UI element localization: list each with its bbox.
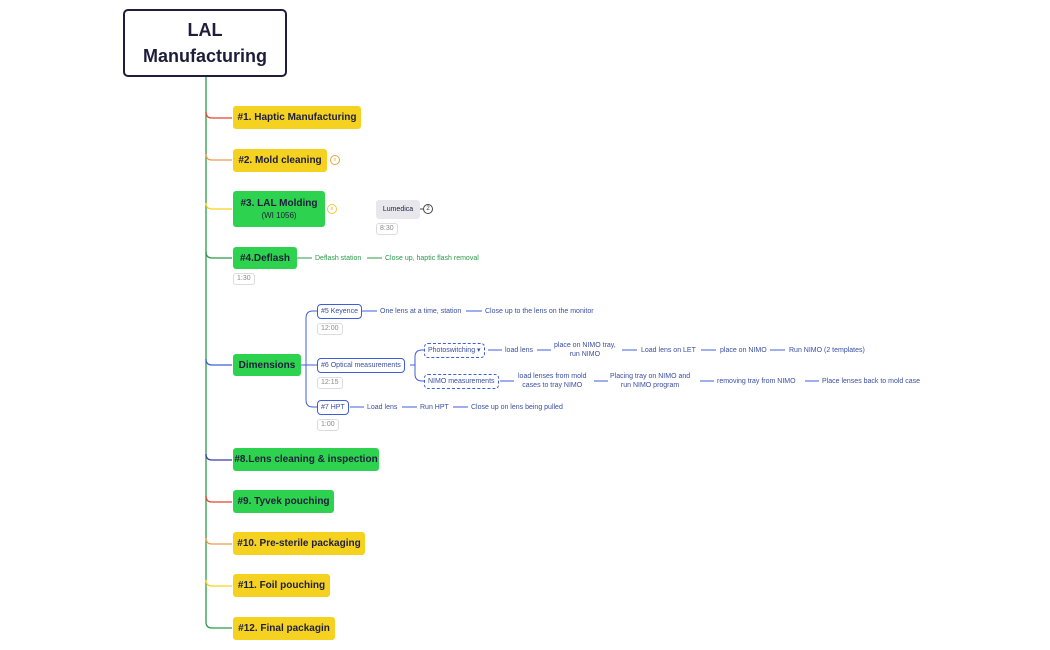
branch-11 (205, 579, 232, 587)
branch-10 (205, 537, 232, 545)
keyence-step-2[interactable]: Close up to the lens on the monitor (485, 308, 594, 315)
topic-final-packaging[interactable]: #12. Final packagin (233, 617, 335, 640)
photo-step-5[interactable]: Run NIMO (2 templates) (789, 347, 865, 354)
trunk-line (205, 77, 232, 629)
hpt-step-2[interactable]: Run HPT (420, 404, 449, 411)
hpt-step-3[interactable]: Close up on lens being pulled (471, 404, 563, 411)
root-title-line2: Manufacturing (143, 46, 267, 66)
topic-mold-cleaning[interactable]: #2. Mold cleaning (233, 149, 327, 172)
branch-8 (205, 453, 232, 461)
time-badge: 12:00 (317, 323, 343, 335)
time-value: 12:15 (321, 379, 339, 386)
topic-label: #2. Mold cleaning (238, 155, 322, 166)
nimo-step-2[interactable]: Placing tray on NIMO and run NIMO progra… (610, 373, 691, 389)
topic-pre-sterile-packaging[interactable]: #10. Pre-sterile packaging (233, 532, 365, 555)
topic-label: #9. Tyvek pouching (237, 496, 330, 507)
time-badge: 12:15 (317, 377, 343, 389)
optical-measurements-node[interactable]: #6 Optical measurements (317, 358, 405, 373)
photo-step-1[interactable]: load lens (505, 347, 534, 354)
topic-label: #11. Foil pouching (237, 580, 326, 591)
lumedica-label: Lumedica (382, 206, 414, 213)
collapsed-count-badge[interactable]: 2 (423, 204, 433, 214)
topic-lens-cleaning[interactable]: #8.Lens cleaning & inspection (233, 448, 379, 471)
note-icon[interactable]: ≡ (330, 155, 340, 165)
topic-tyvek-pouching[interactable]: #9. Tyvek pouching (233, 490, 334, 513)
keyence-step-1[interactable]: One lens at a time, station (380, 308, 462, 315)
branch-4 (205, 251, 232, 259)
branch-1 (205, 111, 232, 119)
topic-label: #4.Deflash (239, 252, 291, 264)
topic-dimensions[interactable]: Dimensions (233, 354, 301, 376)
time-value: 12:00 (321, 325, 339, 332)
time-badge: 1:30 (233, 273, 255, 285)
photoswitching-node[interactable]: Photoswitching ▾ (424, 343, 485, 358)
root-node[interactable]: LAL Manufacturing (123, 9, 287, 77)
photo-step-4[interactable]: place on NIMO (720, 347, 767, 354)
branch-dimensions (205, 358, 232, 366)
time-value: 8:30 (380, 225, 394, 232)
photo-step-3[interactable]: Load lens on LET (641, 347, 696, 354)
hpt-node[interactable]: #7 HPT (317, 400, 349, 415)
topic-deflash[interactable]: #4.Deflash (233, 247, 297, 269)
topic-label: #12. Final packagin (238, 623, 330, 634)
note-icon[interactable]: ≡ (327, 204, 337, 214)
nimo-measurements-node[interactable]: NIMO measurements (424, 374, 499, 389)
topic-lal-molding[interactable]: #3. LAL Molding (WI 1056) (233, 191, 325, 227)
deflash-station[interactable]: Deflash station (315, 255, 362, 262)
time-badge: 1:00 (317, 419, 339, 431)
deflash-step[interactable]: Close up, haptic flash removal (385, 255, 479, 262)
root-title-line1: LAL (187, 20, 223, 40)
topic-label: #3. LAL Molding (240, 198, 318, 209)
topic-sublabel: (WI 1056) (261, 211, 297, 220)
branch-3 (205, 202, 232, 210)
nimo-step-4[interactable]: Place lenses back to mold case (822, 378, 921, 385)
nimo-step-3[interactable]: removing tray from NIMO (717, 378, 796, 385)
topic-haptic-manufacturing[interactable]: #1. Haptic Manufacturing (233, 106, 361, 129)
lumedica-node[interactable]: Lumedica (376, 200, 420, 219)
branch-9 (205, 495, 232, 503)
topic-foil-pouching[interactable]: #11. Foil pouching (233, 574, 330, 597)
topic-label: #1. Haptic Manufacturing (237, 112, 357, 123)
topic-label: #8.Lens cleaning & inspection (234, 454, 378, 465)
dimensions-subtree (301, 310, 317, 408)
topic-label: #10. Pre-sterile packaging (237, 538, 361, 549)
branch-2 (205, 153, 232, 161)
time-value: 1:30 (237, 275, 251, 282)
time-badge: 8:30 (376, 223, 398, 235)
photo-step-2[interactable]: place on NIMO tray, run NIMO (554, 342, 616, 358)
time-value: 1:00 (321, 421, 335, 428)
nimo-step-1[interactable]: load lenses from mold cases to tray NIMO (518, 373, 587, 389)
optical-subtree (410, 349, 424, 382)
keyence-node[interactable]: #5 Keyence (317, 304, 362, 319)
collapsed-count: 2 (426, 206, 430, 212)
topic-label: Dimensions (238, 359, 296, 371)
hpt-step-1[interactable]: Load lens (367, 404, 398, 411)
